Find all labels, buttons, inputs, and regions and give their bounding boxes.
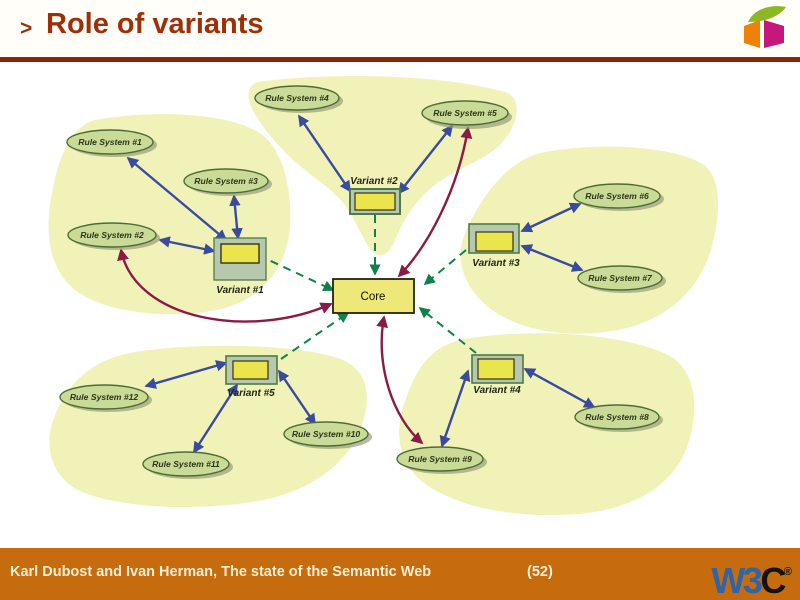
- node-core: Core: [332, 278, 415, 314]
- w3c-logo: W3C®: [711, 552, 792, 600]
- node-rule-system-10: Rule System #10: [283, 421, 372, 449]
- arrow-variant5-rs10: [278, 369, 316, 426]
- cube-logo-icon: [744, 6, 786, 48]
- page-title: Role of variants: [46, 8, 264, 40]
- variant-label: Variant #1: [216, 285, 264, 296]
- node-variant-3: Variant #3: [468, 223, 520, 269]
- node-rule-system-1: Rule System #1: [66, 129, 157, 157]
- rule-system-label: Rule System #7: [588, 273, 653, 283]
- title-chevron: >: [20, 17, 33, 40]
- node-rule-system-3: Rule System #3: [183, 168, 272, 196]
- rule-system-label: Rule System #11: [152, 459, 220, 469]
- variant-label: Variant #3: [472, 258, 520, 269]
- rule-system-label: Rule System #6: [585, 191, 649, 201]
- registered-mark-icon: ®: [783, 566, 792, 578]
- rule-system-label: Rule System #1: [78, 137, 142, 147]
- node-variant-2: Variant #2: [349, 176, 401, 215]
- node-rule-system-8: Rule System #8: [574, 404, 663, 432]
- rule-system-label: Rule System #2: [80, 230, 144, 240]
- header-divider: [0, 57, 800, 62]
- arrow-core-rs9: [376, 315, 424, 445]
- variant-label: Variant #5: [227, 388, 275, 399]
- rule-system-label: Rule System #10: [292, 429, 361, 439]
- green-dashed-arrows: [257, 215, 477, 360]
- rule-system-label: Rule System #5: [433, 108, 497, 118]
- rule-system-label: Rule System #4: [265, 93, 329, 103]
- slide-page-number: (52): [527, 564, 553, 580]
- slide-footer: Karl Dubost and Ivan Herman, The state o…: [0, 548, 800, 600]
- rule-system-label: Rule System #9: [408, 454, 472, 464]
- arrow-variant5-rs12: [144, 360, 228, 389]
- rule-system-label: Rule System #8: [585, 412, 649, 422]
- arrow-variant3-rs6: [520, 202, 582, 233]
- node-rule-system-7: Rule System #7: [577, 265, 666, 293]
- arrow-variant1-rs1: [126, 156, 228, 242]
- slide-header: > Role of variants: [0, 0, 800, 57]
- node-rule-system-6: Rule System #6: [573, 183, 664, 211]
- cube-leaf-shape: [748, 6, 786, 22]
- w3c-logo-w3: W3: [711, 560, 763, 600]
- core-label: Core: [361, 291, 386, 303]
- arrow-variant4-rs9: [439, 369, 471, 448]
- w3c-logo-c: C: [760, 560, 786, 600]
- node-rule-system-2: Rule System #2: [67, 222, 160, 250]
- arrow-variant1-rs3: [229, 194, 243, 240]
- node-variant-5: Variant #5: [225, 355, 278, 399]
- arrow-variant3-rs7: [520, 244, 584, 272]
- node-variant-1: Variant #1: [213, 237, 267, 296]
- rule-system-label: Rule System #3: [194, 176, 258, 186]
- maroon-arrows: [117, 126, 473, 445]
- dashed-arrow-variant4-core: [418, 306, 477, 354]
- variant-label: Variant #4: [473, 385, 521, 396]
- rule-system-nodes: Rule System #1 Rule System #3 Rule Syste…: [59, 85, 666, 479]
- arrow-variant5-rs11: [192, 383, 239, 454]
- node-variant-4: Variant #4: [471, 354, 524, 396]
- node-rule-system-5: Rule System #5: [421, 100, 512, 129]
- dashed-arrow-variant3-core: [423, 249, 467, 286]
- rule-system-label: Rule System #12: [70, 392, 139, 402]
- cube-right-face: [764, 20, 784, 48]
- footer-credit: Karl Dubost and Ivan Herman, The state o…: [10, 564, 432, 580]
- cube-left-face: [744, 20, 760, 48]
- arrow-core-rs5: [397, 126, 473, 278]
- node-rule-system-9: Rule System #9: [396, 446, 487, 474]
- variant-label: Variant #2: [350, 176, 398, 187]
- arrow-variant2-rs4: [298, 114, 351, 193]
- node-rule-system-4: Rule System #4: [254, 85, 343, 113]
- arrow-core-rs2: [117, 248, 333, 323]
- node-rule-system-12: Rule System #12: [59, 384, 152, 412]
- node-rule-system-11: Rule System #11: [142, 451, 233, 479]
- arrow-variant4-rs8: [523, 367, 596, 409]
- variant-nodes: Variant #1 Variant #2 Variant #3 Variant…: [213, 176, 524, 399]
